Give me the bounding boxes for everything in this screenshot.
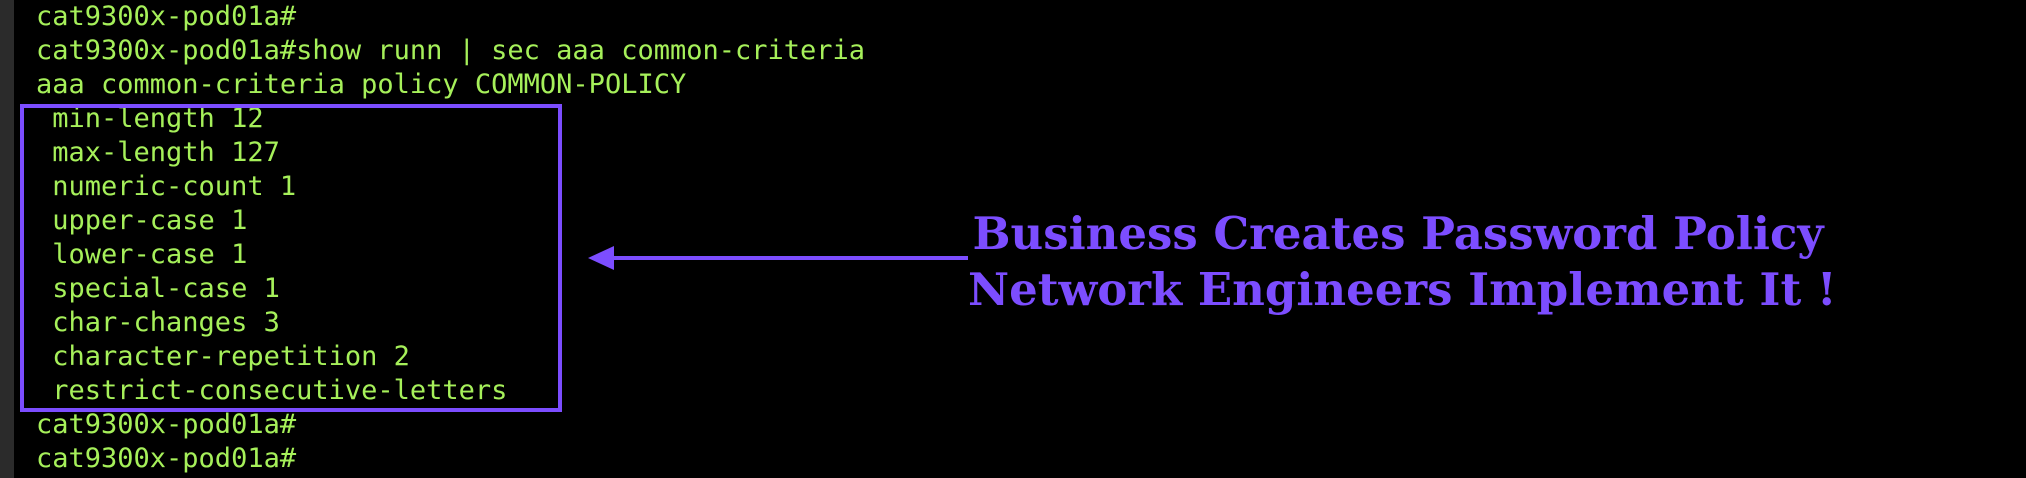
annotation-callout: Business Creates Password Policy Network… bbox=[968, 206, 1837, 318]
policy-line-character-repetition: character-repetition 2 bbox=[36, 341, 410, 372]
policy-line-char-changes: char-changes 3 bbox=[36, 307, 280, 338]
policy-line-max-length: max-length 127 bbox=[36, 137, 280, 168]
left-arrow-icon bbox=[588, 246, 968, 270]
annotation-line-1: Business Creates Password Policy bbox=[972, 207, 1824, 260]
policy-line-lower-case: lower-case 1 bbox=[36, 239, 248, 270]
terminal-prompt-line: cat9300x-pod01a# bbox=[36, 443, 297, 474]
terminal-prompt-line: cat9300x-pod01a# bbox=[36, 1, 297, 32]
terminal-prompt-line: cat9300x-pod01a# bbox=[36, 409, 297, 440]
policy-line-numeric-count: numeric-count 1 bbox=[36, 171, 297, 202]
annotation-line-2: Network Engineers Implement It ! bbox=[968, 263, 1837, 316]
policy-highlight-box bbox=[20, 104, 562, 412]
policy-line-restrict-consecutive-letters: restrict-consecutive-letters bbox=[36, 375, 508, 406]
policy-line-special-case: special-case 1 bbox=[36, 273, 280, 304]
terminal-policy-header-line: aaa common-criteria policy COMMON-POLICY bbox=[36, 69, 687, 100]
policy-line-min-length: min-length 12 bbox=[36, 103, 264, 134]
terminal-command-line: cat9300x-pod01a#show runn | sec aaa comm… bbox=[36, 35, 866, 66]
policy-line-upper-case: upper-case 1 bbox=[36, 205, 248, 236]
